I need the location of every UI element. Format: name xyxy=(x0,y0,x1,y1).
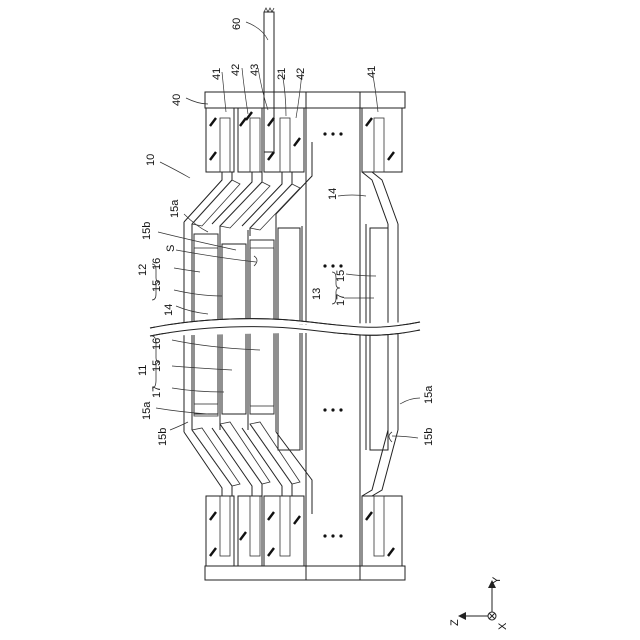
label-15b-top: 15b xyxy=(141,222,153,240)
label-40: 40 xyxy=(171,94,183,106)
label-41-right: 41 xyxy=(366,66,378,78)
axis-label-y: Y xyxy=(491,576,503,584)
label-14-right: 14 xyxy=(327,188,339,200)
axis-label-x: X xyxy=(497,622,509,630)
label-15a-bottom-right: 15a xyxy=(423,385,435,404)
bottom-seal-blocks xyxy=(206,496,402,566)
break-line xyxy=(150,319,420,336)
label-14-left: 14 xyxy=(163,304,175,316)
electrode-stack xyxy=(184,222,398,450)
label-15-of-12: 15 xyxy=(151,280,163,292)
axis-label-z: Z xyxy=(449,619,461,626)
label-13: 13 xyxy=(311,288,323,300)
label-S: S xyxy=(165,245,177,252)
label-16-lower: 16 xyxy=(151,338,163,350)
label-15a-bottom-left: 15a xyxy=(141,401,153,420)
label-15-of-11: 15 xyxy=(151,360,163,372)
upper-bent-sheets xyxy=(184,142,398,236)
top-seal-blocks xyxy=(206,108,402,172)
label-15a-top: 15a xyxy=(169,199,181,218)
label-12: 12 xyxy=(137,264,149,276)
label-42-left: 42 xyxy=(230,64,242,76)
label-21: 21 xyxy=(276,68,288,80)
label-43: 43 xyxy=(249,64,261,76)
reference-labels: 60 41 42 43 21 42 41 40 10 14 15a 15b S … xyxy=(137,18,435,446)
label-42-right: 42 xyxy=(295,68,307,80)
lead-tab-60 xyxy=(264,8,274,152)
label-17-of-13: 17 xyxy=(335,294,347,306)
leader-lines xyxy=(156,22,420,438)
label-41-left: 41 xyxy=(211,68,223,80)
label-15b-bottom-right: 15b xyxy=(423,428,435,446)
label-15-of-13: 15 xyxy=(335,270,347,282)
label-60: 60 xyxy=(231,18,243,30)
label-10: 10 xyxy=(145,154,157,166)
top-tab-region xyxy=(205,92,405,580)
label-11: 11 xyxy=(137,365,149,376)
bottom-tab-region xyxy=(205,566,405,580)
axis-indicator: Y Z X xyxy=(449,576,509,630)
label-15b-bottom-left: 15b xyxy=(157,428,169,446)
